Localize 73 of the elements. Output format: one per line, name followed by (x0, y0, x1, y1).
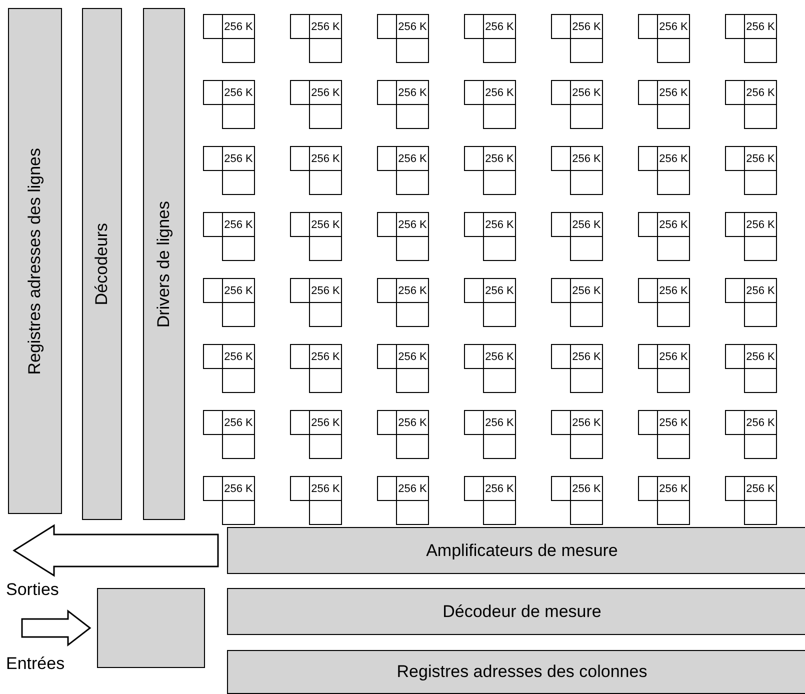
capacity-label: 256 K (222, 14, 255, 39)
capacity-label: 256 K (396, 410, 429, 435)
block-arrow (21, 609, 92, 647)
capacity-label: 256 K (396, 344, 429, 369)
output-label: Sorties (6, 580, 76, 604)
input-block (97, 588, 205, 668)
band-label: Décodeur de mesure (442, 602, 602, 622)
capacity-label: 256 K (309, 278, 342, 303)
capacity-label: 256 K (483, 410, 516, 435)
capacity-label: 256 K (222, 476, 255, 501)
capacity-label: 256 K (570, 410, 603, 435)
capacity-label: 256 K (570, 14, 603, 39)
band-label: Registres adresses des lignes (25, 148, 45, 374)
capacity-label: 256 K (396, 14, 429, 39)
capacity-label: 256 K (222, 80, 255, 105)
capacity-label: 256 K (744, 14, 777, 39)
capacity-label: 256 K (657, 14, 690, 39)
capacity-label: 256 K (222, 410, 255, 435)
band-label: Amplificateurs de mesure (426, 540, 618, 560)
sense-decoder-band (227, 588, 805, 635)
capacity-label: 256 K (483, 212, 516, 237)
capacity-label: 256 K (744, 410, 777, 435)
row-driver-band (143, 8, 185, 520)
capacity-label: 256 K (222, 212, 255, 237)
column-address-register-band (227, 650, 805, 694)
capacity-label: 256 K (657, 212, 690, 237)
capacity-label: 256 K (657, 344, 690, 369)
capacity-label: 256 K (657, 278, 690, 303)
capacity-label: 256 K (483, 476, 516, 501)
band-label: Registres adresses des colonnes (396, 662, 648, 682)
capacity-label: 256 K (396, 476, 429, 501)
capacity-label: 256 K (570, 146, 603, 171)
capacity-label: 256 K (744, 344, 777, 369)
capacity-label: 256 K (570, 212, 603, 237)
capacity-label: 256 K (396, 278, 429, 303)
capacity-label: 256 K (570, 80, 603, 105)
capacity-label: 256 K (483, 146, 516, 171)
capacity-label: 256 K (309, 344, 342, 369)
capacity-label: 256 K (744, 476, 777, 501)
capacity-label: 256 K (570, 278, 603, 303)
decoder-band (82, 8, 122, 520)
capacity-label: 256 K (309, 212, 342, 237)
capacity-label: 256 K (744, 80, 777, 105)
capacity-label: 256 K (483, 80, 516, 105)
capacity-label: 256 K (657, 476, 690, 501)
capacity-label: 256 K (483, 278, 516, 303)
capacity-label: 256 K (744, 278, 777, 303)
capacity-label: 256 K (744, 212, 777, 237)
input-label: Entrées (6, 654, 86, 678)
capacity-label: 256 K (483, 344, 516, 369)
capacity-label: 256 K (570, 344, 603, 369)
capacity-label: 256 K (657, 410, 690, 435)
capacity-label: 256 K (396, 80, 429, 105)
capacity-label: 256 K (657, 80, 690, 105)
capacity-label: 256 K (222, 278, 255, 303)
capacity-label: 256 K (396, 146, 429, 171)
capacity-label: 256 K (744, 146, 777, 171)
capacity-label: 256 K (309, 476, 342, 501)
capacity-label: 256 K (309, 14, 342, 39)
capacity-label: 256 K (222, 146, 255, 171)
capacity-label: 256 K (309, 410, 342, 435)
band-label: Décodeurs (92, 222, 112, 306)
capacity-label: 256 K (483, 14, 516, 39)
capacity-label: 256 K (222, 344, 255, 369)
capacity-label: 256 K (657, 146, 690, 171)
capacity-label: 256 K (396, 212, 429, 237)
block-arrow (12, 524, 219, 577)
capacity-label: 256 K (570, 476, 603, 501)
sense-amplifier-band (227, 527, 805, 574)
row-address-register-band (8, 8, 62, 514)
band-label: Drivers de lignes (154, 200, 174, 328)
capacity-label: 256 K (309, 146, 342, 171)
capacity-label: 256 K (309, 80, 342, 105)
